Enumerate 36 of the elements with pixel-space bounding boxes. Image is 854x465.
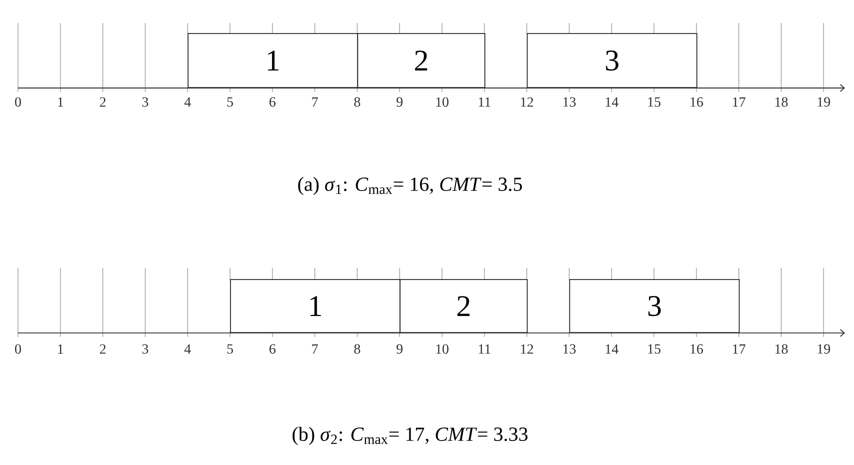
tick-label: 3 xyxy=(142,97,148,107)
tick-label: 10 xyxy=(436,344,448,354)
tick-label: 8 xyxy=(354,97,360,107)
tick-label: 8 xyxy=(354,344,360,354)
tick-label: 3 xyxy=(142,344,148,354)
tick-label: 11 xyxy=(478,97,490,107)
tick-label: 2 xyxy=(100,344,106,354)
tick-label: 0 xyxy=(15,97,21,107)
tick-label: 19 xyxy=(818,344,830,354)
tick-label: 9 xyxy=(396,97,403,107)
tick-label: 12 xyxy=(521,344,534,354)
tick-label: 12 xyxy=(521,97,534,107)
job-box: 3 xyxy=(569,279,740,333)
tick-label: 7 xyxy=(312,97,318,107)
tick-label: 9 xyxy=(396,344,403,354)
tick-label: 16 xyxy=(690,97,703,107)
tick-label: 1 xyxy=(58,344,64,354)
tick-label: 4 xyxy=(184,344,191,354)
tick-label: 17 xyxy=(733,97,746,107)
subfigure-caption: (a) σ$_{1}$: C$_{max}$= 16, CMT= 3.5 xyxy=(298,176,522,196)
tick-label: 1 xyxy=(58,97,64,107)
job-box: 1 xyxy=(230,279,400,333)
tick-label: 2 xyxy=(100,97,106,107)
tick-label: 5 xyxy=(227,344,233,354)
tick-label: 19 xyxy=(818,97,830,107)
tick-label: 4 xyxy=(184,97,191,107)
tick-label: 17 xyxy=(733,344,746,354)
job-box: 2 xyxy=(400,279,528,333)
job-box: 3 xyxy=(526,33,698,88)
tick-label: 18 xyxy=(775,344,788,354)
tick-label: 0 xyxy=(15,344,21,354)
job-box: 2 xyxy=(357,33,486,88)
tick-label: 13 xyxy=(563,344,576,354)
tick-label: 18 xyxy=(775,97,788,107)
subfigure-caption: (b) σ$_{2}$: C$_{max}$= 17, CMT= 3.33 xyxy=(292,426,528,446)
job-box: 1 xyxy=(188,33,358,88)
